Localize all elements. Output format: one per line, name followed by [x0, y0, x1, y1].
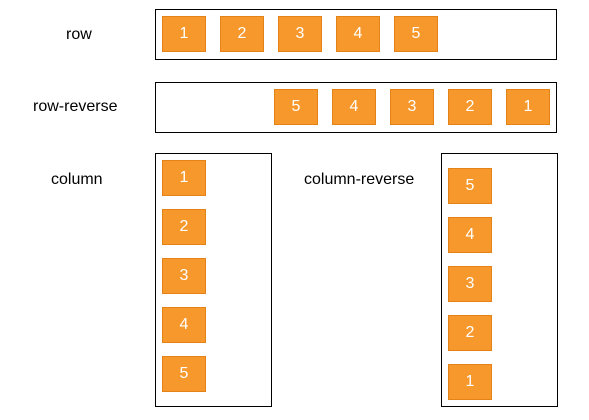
flex-item: 3	[278, 16, 322, 52]
flex-item: 2	[162, 209, 206, 245]
flex-item: 4	[448, 217, 492, 253]
flex-item: 4	[162, 307, 206, 343]
column-container: 1 2 3 4 5	[155, 153, 272, 407]
flex-item: 1	[162, 160, 206, 196]
flex-item: 2	[220, 16, 264, 52]
flex-item: 2	[448, 89, 492, 125]
flex-item: 2	[448, 315, 492, 351]
row-container: 1 2 3 4 5	[155, 9, 557, 60]
label-column: column	[51, 171, 103, 188]
flex-item: 5	[448, 168, 492, 204]
flex-item: 1	[506, 89, 550, 125]
label-row-reverse: row-reverse	[33, 98, 118, 115]
flex-item: 3	[448, 266, 492, 302]
flex-item: 5	[162, 356, 206, 392]
flex-item: 5	[394, 16, 438, 52]
flex-item: 5	[274, 89, 318, 125]
label-row: row	[66, 26, 92, 43]
flex-item: 4	[336, 16, 380, 52]
flex-item: 1	[162, 16, 206, 52]
flex-item: 3	[390, 89, 434, 125]
flex-item: 4	[332, 89, 376, 125]
flex-item: 3	[162, 258, 206, 294]
flex-item: 1	[448, 364, 492, 400]
row-reverse-container: 1 2 3 4 5	[155, 82, 557, 133]
label-column-reverse: column-reverse	[304, 171, 415, 188]
column-reverse-container: 1 2 3 4 5	[441, 153, 558, 407]
